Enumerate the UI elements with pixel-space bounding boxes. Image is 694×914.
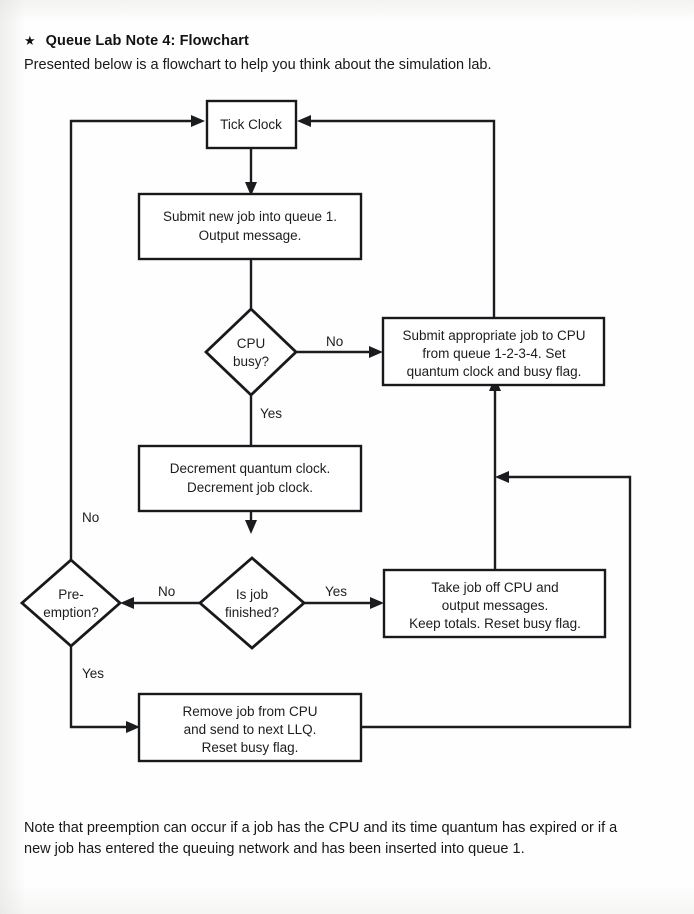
flowchart-svg: Submit appropriate job --> Decrement --> [19, 99, 632, 763]
arrowhead-icon [369, 346, 383, 358]
node-preemption-decision[interactable]: Pre- emption? [19, 558, 123, 648]
star-icon: ★ [24, 33, 36, 48]
node-preemption-line2: emption? [43, 605, 99, 620]
closing-paragraph: Note that preemption can occur if a job … [24, 820, 618, 857]
node-decrement-clocks-line1: Decrement quantum clock. [170, 461, 331, 476]
edge-jobfinished-no-to-preemption [120, 597, 200, 609]
node-cpu-busy-line2: busy? [233, 354, 269, 369]
edge-submittocpu-to-tickclock [297, 115, 496, 318]
node-remove-job-from-cpu-line3: Reset busy flag. [202, 740, 299, 755]
edge-label-preemption-no: No [82, 510, 99, 525]
edge-preemption-yes-to-removejob [69, 646, 140, 733]
edge-takejoboff-to-submittocpu [489, 377, 501, 570]
intro-paragraph: Presented below is a flowchart to help y… [24, 57, 492, 73]
arrowhead-icon [297, 115, 311, 127]
arrowhead-icon [495, 471, 509, 483]
node-take-job-off-cpu-line1: Take job off CPU and [431, 580, 558, 595]
node-submit-appropriate-job[interactable]: Submit appropriate job to CPU from queue… [381, 316, 606, 387]
arrowhead-icon [126, 721, 140, 733]
node-submit-new-job-line2: Output message. [199, 228, 302, 243]
node-submit-new-job-line1: Submit new job into queue 1. [163, 209, 337, 224]
node-job-finished-line1: Is job [236, 587, 268, 602]
node-take-job-off-cpu-line2: output messages. [442, 598, 549, 613]
edge-label-job-finished-yes: Yes [325, 584, 347, 599]
arrowhead-icon [245, 182, 257, 196]
node-take-job-off-cpu-line3: Keep totals. Reset busy flag. [409, 616, 581, 631]
edge-label-job-finished-no: No [158, 584, 175, 599]
node-preemption-line1: Pre- [58, 587, 84, 602]
edge-removejob-to-submittocpu [361, 471, 632, 729]
arrowhead-icon [370, 597, 384, 609]
node-job-finished-decision[interactable]: Is job finished? [197, 556, 307, 650]
node-submit-appropriate-job-line1: Submit appropriate job to CPU [402, 328, 585, 343]
node-remove-job-from-cpu-line1: Remove job from CPU [182, 704, 317, 719]
edge-preemption-no-to-tickclock [69, 115, 205, 560]
edge-jobfinished-yes-to-takejoboff [304, 597, 384, 609]
node-remove-job-from-cpu[interactable]: Remove job from CPU and send to next LLQ… [137, 692, 363, 763]
arrowhead-icon [245, 520, 257, 534]
edge-cpubusy-no-to-submittocpu [296, 346, 383, 358]
node-decrement-clocks-line2: Decrement job clock. [187, 480, 313, 495]
page-title: Queue Lab Note 4: Flowchart [45, 33, 249, 49]
edge-label-cpu-busy-yes: Yes [260, 406, 282, 421]
node-remove-job-from-cpu-line2: and send to next LLQ. [184, 722, 317, 737]
flowchart-figure: Submit appropriate job --> Decrement --> [0, 88, 694, 778]
node-take-job-off-cpu[interactable]: Take job off CPU and output messages. Ke… [382, 568, 607, 639]
node-decrement-clocks[interactable]: Decrement quantum clock. Decrement job c… [137, 444, 363, 513]
node-submit-appropriate-job-line3: quantum clock and busy flag. [407, 364, 582, 379]
node-job-finished-line2: finished? [225, 605, 279, 620]
node-tick-clock[interactable]: Tick Clock [205, 99, 298, 150]
edge-label-cpu-busy-no: No [326, 334, 343, 349]
node-cpu-busy-decision[interactable]: CPU busy? [203, 307, 299, 397]
note-header: ★ Queue Lab Note 4: Flowchart [24, 32, 664, 50]
edge-label-preemption-yes: Yes [82, 666, 104, 681]
node-submit-appropriate-job-line2: from queue 1-2-3-4. Set [422, 346, 566, 361]
arrowhead-icon [191, 115, 205, 127]
node-tick-clock-line1: Tick Clock [220, 117, 282, 132]
node-submit-new-job[interactable]: Submit new job into queue 1. Output mess… [137, 192, 363, 261]
arrowhead-icon [120, 597, 134, 609]
node-cpu-busy-line1: CPU [237, 336, 266, 351]
